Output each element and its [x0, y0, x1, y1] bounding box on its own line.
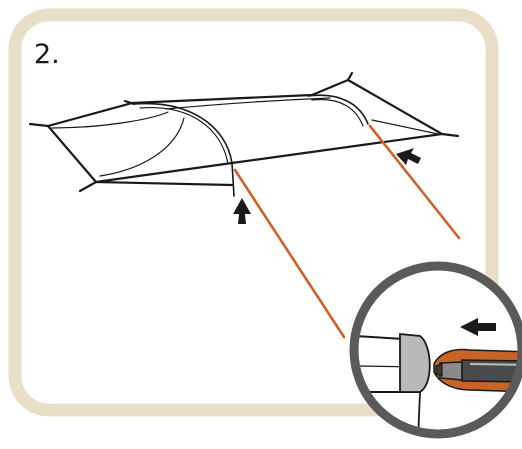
detail-inset-circle-icon: [349, 261, 522, 439]
pole-tip-icon: [433, 348, 522, 393]
insertion-arrow-icon: [233, 148, 421, 224]
inset-arrow-icon: [460, 318, 496, 336]
tent-fly-outline-icon: [28, 71, 460, 197]
step-number: 2.: [34, 39, 60, 70]
tent-pole-icon: [233, 124, 461, 339]
